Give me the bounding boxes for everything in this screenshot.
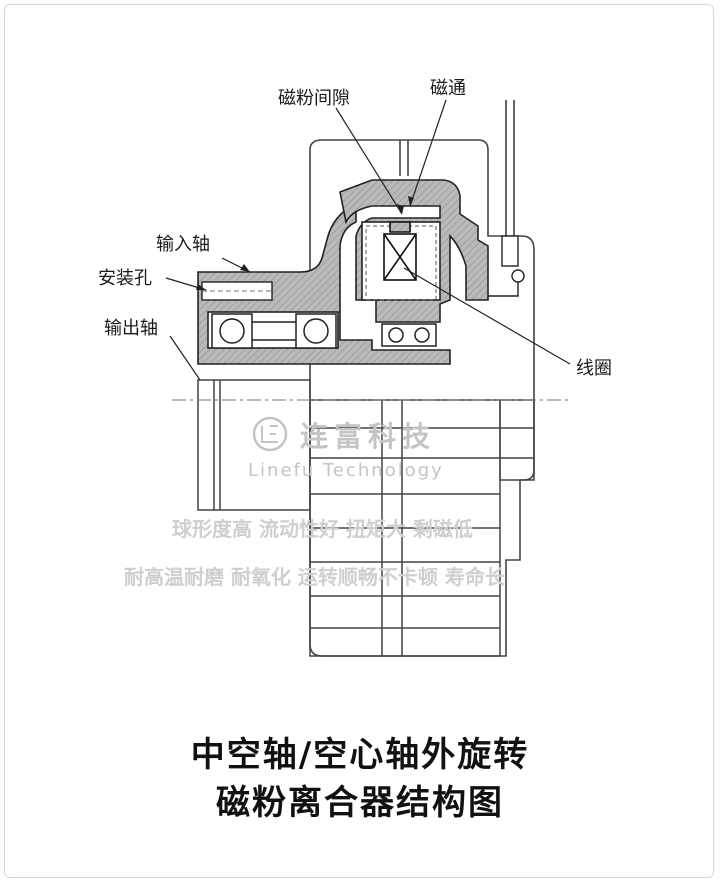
label-flux: 磁通: [430, 78, 466, 99]
title-line-2: 磁粉离合器结构图: [216, 783, 504, 823]
watermark-slogan-1: 球形度高 流动性好 扭矩大 剩磁低: [172, 517, 473, 541]
label-mount-hole: 安装孔: [98, 268, 152, 289]
image-frame: [4, 4, 714, 878]
watermark-slogan-2: 耐高温耐磨 耐氧化 运转顺畅不卡顿 寿命长: [124, 565, 506, 589]
company-logo: [252, 416, 288, 452]
label-powder-gap: 磁粉间隙: [278, 88, 350, 109]
label-coil: 线圈: [576, 358, 612, 379]
leader-arrowheads: [196, 196, 414, 290]
lead-wire: [488, 100, 525, 297]
label-output-shaft: 输出轴: [104, 318, 158, 339]
input-bearing: [211, 313, 337, 349]
label-input-shaft: 输入轴: [156, 234, 210, 255]
title-line-1: 中空轴/空心轴外旋转: [191, 735, 529, 775]
watermark-company-cn: 连富科技: [300, 420, 436, 453]
stator-bearing: [381, 323, 437, 347]
watermark-company-en: Linefu Technology: [248, 460, 444, 481]
